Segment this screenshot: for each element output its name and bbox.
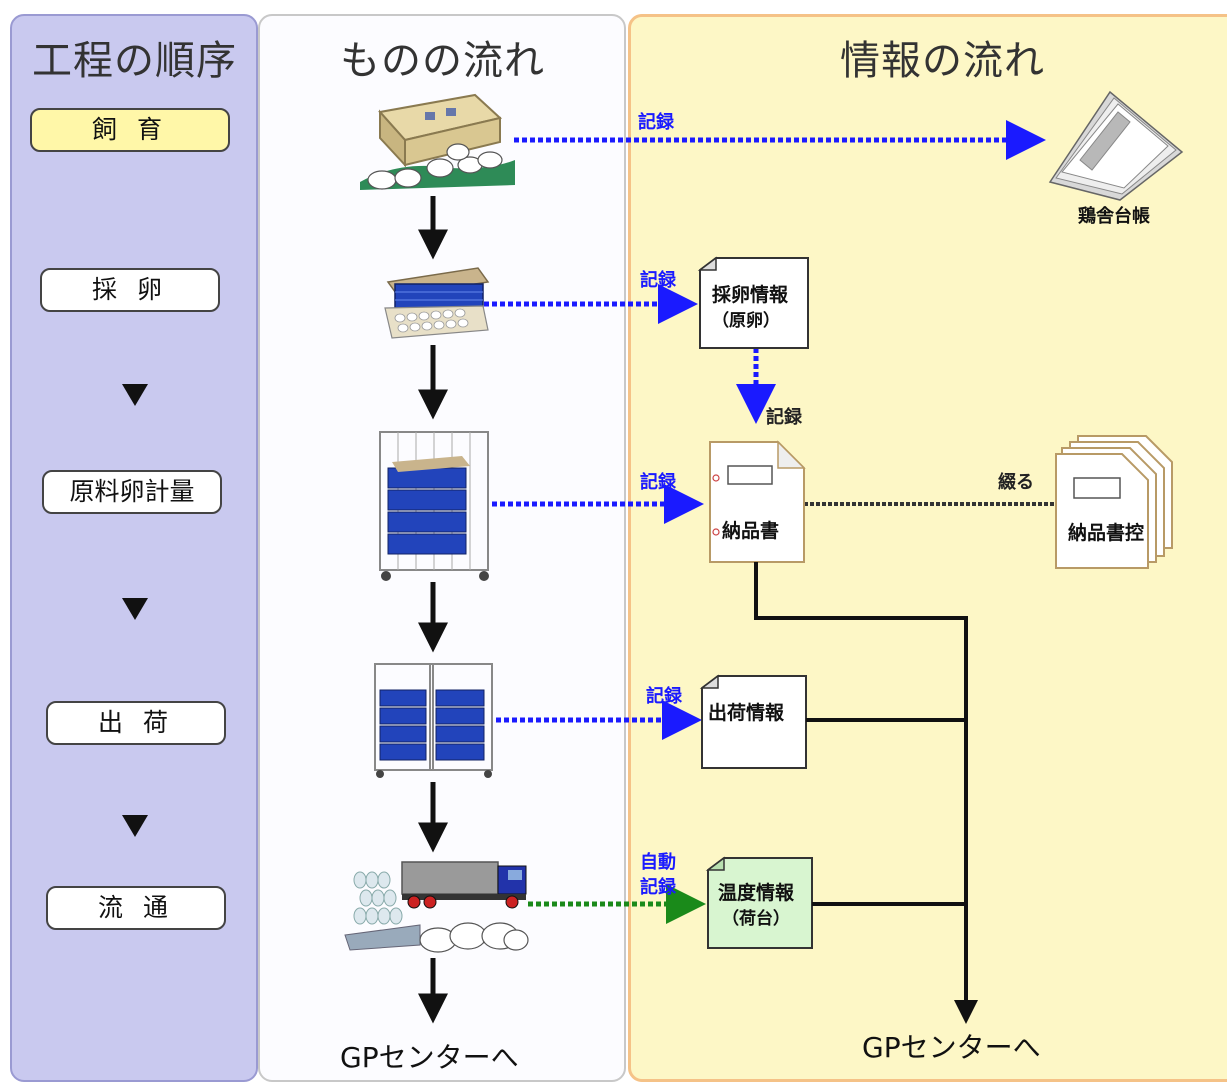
egg-info-label: 採卵情報 [712, 282, 788, 308]
delivery-copy-documents [1056, 436, 1172, 568]
record-label: 記録 [646, 682, 682, 708]
temperature-info-label: 温度情報 [718, 880, 794, 906]
record-arrows [484, 140, 1036, 720]
info-flow-lines [756, 562, 966, 1018]
record-label: 記録 [638, 108, 674, 134]
egg-info-sublabel: （原卵） [712, 308, 780, 334]
henhouse-illustration [360, 95, 515, 190]
info-destination: GPセンターへ [862, 1026, 1041, 1066]
temperature-info-sublabel: （荷台） [722, 906, 790, 932]
roll-cage-illustration [380, 432, 489, 581]
record-label: 記録 [640, 266, 676, 292]
ledger-label: 鶏舎台帳 [1078, 204, 1150, 230]
record-label: 記録 [640, 468, 676, 494]
roll-cages-illustration [375, 664, 492, 778]
delivery-copy-label: 納品書控 [1068, 520, 1144, 546]
auto-record-label: 記録 [640, 873, 676, 899]
shipping-info-label: 出荷情報 [708, 700, 784, 726]
egg-crate-illustration [385, 268, 488, 338]
delivery-label: 納品書 [722, 518, 779, 544]
record-label: 記録 [766, 403, 802, 429]
truck-illustration [345, 862, 528, 952]
auto-label: 自動 [640, 848, 676, 874]
ledger-book-icon [1050, 92, 1182, 200]
bind-label: 綴る [998, 468, 1034, 494]
delivery-document [710, 442, 804, 562]
goods-destination: GPセンターへ [340, 1036, 519, 1076]
